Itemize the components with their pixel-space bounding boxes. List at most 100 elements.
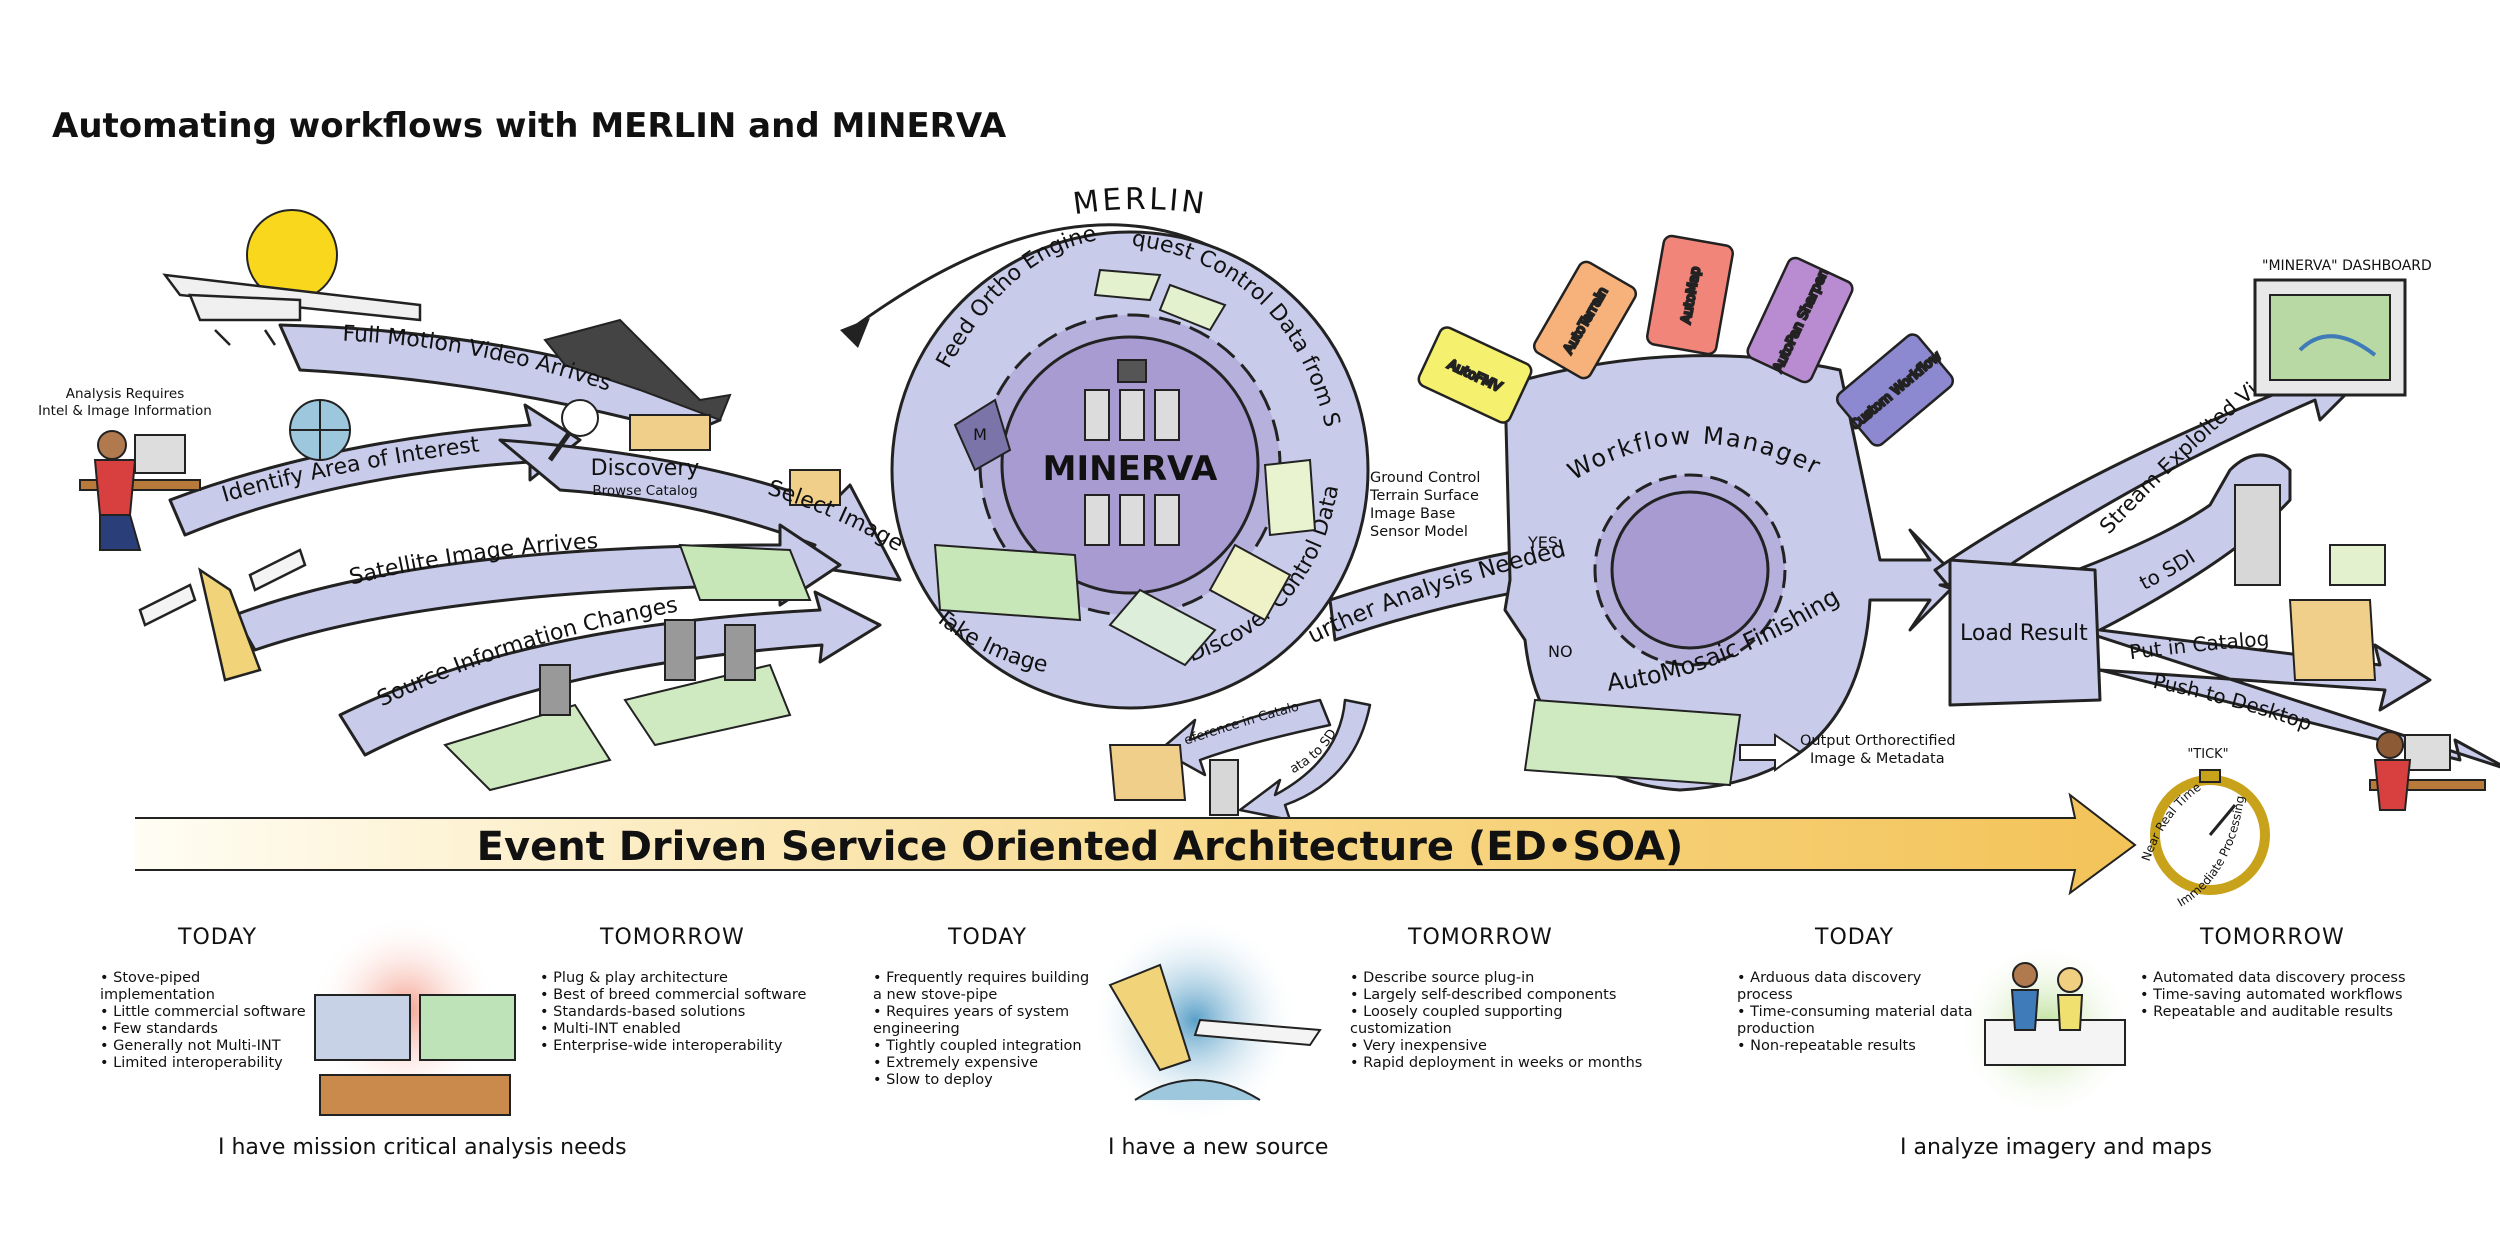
section1-today-list: Stove-piped implementation Little commer… [100,970,310,1072]
section3-today-header: TODAY [1815,925,1895,950]
globe-icon [289,399,351,461]
section1-tomorrow-list: Plug & play architecture Best of breed c… [540,970,820,1055]
section1-tomorrow-header: TOMORROW [600,925,745,950]
list-item: Very inexpensive [1350,1038,1660,1055]
control-item: Sensor Model [1370,524,1468,540]
section3-footer: I analyze imagery and maps [1900,1135,2212,1160]
m-document-icon: M [953,398,1012,472]
list-item: Plug & play architecture [540,970,820,987]
control-item: Ground Control [1370,470,1480,486]
uav-icon [162,273,422,346]
browse-catalog-label: Browse Catalog [592,483,697,499]
analysis-requires-line1: Analysis Requires [66,386,184,402]
ring-maps [933,268,1317,667]
list-item: Slow to deploy [873,1072,1093,1089]
list-item: Repeatable and auditable results [2140,1004,2440,1021]
list-item: Multi-INT enabled [540,1021,820,1038]
section3-tomorrow-list: Automated data discovery process Time-sa… [2140,970,2440,1021]
no-label: NO [1548,642,1573,661]
workflow-gear [1610,490,1770,650]
control-item: Image Base [1370,506,1455,522]
plugin-automap: AutoMap [1645,234,1735,356]
soa-banner-text: Event Driven Service Oriented Architectu… [477,824,1684,870]
list-item: Requires years of system engineering [873,1004,1093,1038]
section2-today-header: TODAY [948,925,1028,950]
yes-label: YES [1527,533,1558,552]
new-source-icon [1108,963,1322,1101]
section2-tomorrow-list: Describe source plug-in Largely self-des… [1350,970,1660,1072]
list-item: Best of breed commercial software [540,987,820,1004]
source-change-maps [443,619,792,792]
list-item: Generally not Multi-INT [100,1038,310,1055]
list-item: Largely self-described components [1350,987,1660,1004]
catalog-folder-out [2288,599,2377,681]
list-item: Automated data discovery process [2140,970,2440,987]
plugin-autoterrain: AutoTerrain [1532,260,1638,380]
section2-today-list: Frequently requires building a new stove… [873,970,1093,1089]
load-result-label: Load Result [1960,621,2088,646]
satellite-icon [138,548,307,682]
minerva-gear [978,313,1282,617]
analyst-right [2369,731,2486,811]
soa-banner-outline [135,792,2137,896]
merlin-arc-head [840,318,870,348]
control-item: Terrain Surface [1369,488,1479,504]
section2-tomorrow-header: TOMORROW [1408,925,1553,950]
svg-text:M: M [973,425,987,444]
film-strip-icon [543,318,732,422]
list-item: Extremely expensive [873,1055,1093,1072]
plugin-autofmv: AutoFMV [1417,326,1533,424]
list-item: Stove-piped implementation [100,970,310,1004]
list-item: Loosely coupled supporting customization [1350,1004,1660,1038]
list-item: Standards-based solutions [540,1004,820,1021]
page-title: Automating workflows with MERLIN and MIN… [52,106,1007,146]
satellite-map [678,543,812,601]
catalog-doc [2329,544,2386,586]
output-flows [1933,358,2500,769]
section1-today-header: TODAY [178,925,258,950]
list-item: Rapid deployment in weeks or months [1350,1055,1660,1072]
list-item: Enterprise-wide interoperability [540,1038,820,1055]
list-item: Tightly coupled integration [873,1038,1093,1055]
output-map [1523,698,1802,787]
output-devices [2234,484,2386,681]
imagery-analysts-icon [1984,962,2126,1066]
aoi-arrow [168,403,582,537]
minerva-dashboard [2253,278,2407,397]
list-item: Few standards [100,1021,310,1038]
list-item: Limited interoperability [100,1055,310,1072]
sdi-server [2234,484,2281,586]
plugin-autopan-sharpen: AutoPan Sharpen [1746,256,1854,384]
section1-footer: I have mission critical analysis needs [218,1135,627,1160]
list-item: Frequently requires building a new stove… [873,970,1093,1004]
list-item: Little commercial software [100,1004,310,1021]
magnifier-icon [547,399,599,462]
list-item: Time-consuming material data production [1737,1004,1977,1038]
analyst-left [79,430,201,551]
tick-label: "TICK" [2187,747,2228,762]
output-ortho-line1: Output Orthorectified [1800,733,1956,749]
analysis-requires-line2: Intel & Image Information [38,403,212,419]
select-image-arrow [498,438,902,582]
source-glow [1090,915,1300,1125]
discovery-folders [629,414,841,506]
plugin-pieces: AutoFMV AutoTerrain AutoMap AutoPan Shar… [1417,234,1955,447]
discovery-label: Discovery [591,456,700,481]
list-item: Arduous data discovery process [1737,970,1977,1004]
section3-tomorrow-header: TOMORROW [2200,925,2345,950]
merlin-title: MERLIN [1071,182,1209,222]
section3-today-list: Arduous data discovery process Time-cons… [1737,970,1977,1055]
stopwatch-icon [2150,769,2270,895]
list-item: Time-saving automated workflows [2140,987,2440,1004]
list-item: Describe source plug-in [1350,970,1660,987]
load-result-box [1948,558,2102,707]
dashboard-label: "MINERVA" DASHBOARD [2262,258,2432,274]
output-ortho-line2: Image & Metadata [1810,751,1945,767]
catalog-folder [1108,744,1239,816]
server-racks [1084,359,1180,546]
soa-banner [135,795,2135,893]
minerva-label: MINERVA [1043,449,1218,489]
control-data-list: Ground Control Terrain Surface Image Bas… [1369,470,1480,540]
mission-screens-icon [314,994,516,1116]
